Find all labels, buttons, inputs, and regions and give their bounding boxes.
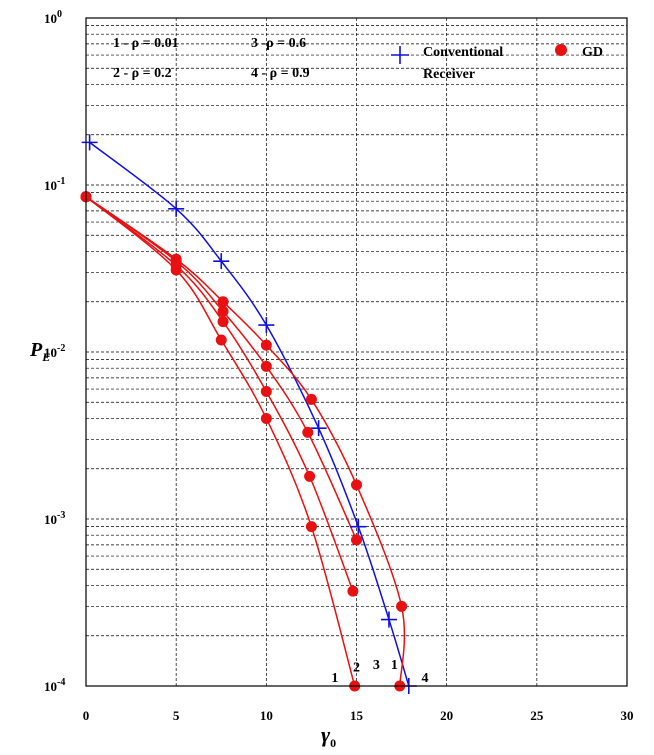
plus-marker: [380, 611, 397, 628]
dot-marker: [305, 393, 317, 405]
series-line-1: [85, 196, 356, 687]
series-line-conventional-receiver: [89, 141, 410, 687]
plus-marker: [213, 253, 230, 270]
rho-label-1: 1 - ρ = 0.01: [113, 36, 179, 51]
x-tick-label: 20: [440, 708, 453, 723]
legend: Conventional Receiver GD: [391, 44, 603, 82]
rho-label-3: 3 -ρ = 0.6: [251, 36, 306, 51]
legend-gd-dot-icon: [555, 44, 567, 56]
x-tick-label: 0: [83, 708, 90, 723]
dot-marker: [302, 426, 314, 438]
y-tick-label: 10-4: [44, 677, 65, 694]
grid: [86, 18, 627, 686]
x-tick-label: 5: [173, 708, 180, 723]
dot-marker: [260, 412, 272, 424]
curve-label: 2: [353, 661, 360, 676]
rho-annotation: 1 - ρ = 0.01 3 -ρ = 0.6 2 - ρ = 0.2 4 - …: [113, 36, 310, 81]
y-axis-label: PE: [29, 339, 50, 364]
legend-conventional-plus-icon: [391, 46, 409, 64]
dot-marker: [351, 534, 362, 546]
dot-marker: [217, 305, 229, 317]
series-line-2: [85, 196, 354, 592]
y-tick-label: 10-3: [44, 510, 65, 527]
dot-marker: [396, 600, 408, 612]
legend-conventional-line1: Conventional: [423, 45, 503, 60]
dot-marker: [304, 470, 316, 482]
curve-label: 3: [373, 658, 380, 673]
curve-label: 1: [331, 671, 338, 686]
plus-marker: [258, 317, 275, 334]
plus-marker: [81, 134, 98, 151]
legend-conventional-line2: Receiver: [423, 67, 475, 82]
legend-gd-label: GD: [582, 45, 603, 60]
rho-label-2: 2 - ρ = 0.2: [113, 66, 172, 81]
dot-marker: [260, 386, 272, 398]
dot-marker: [217, 316, 229, 328]
series-line-3: [85, 196, 358, 541]
dot-marker: [215, 334, 227, 346]
y-tick-label: 10-2: [44, 343, 65, 360]
dot-marker: [170, 253, 182, 265]
plus-marker: [168, 200, 185, 217]
dot-marker: [260, 339, 272, 351]
x-axis-label: γ0: [321, 722, 336, 750]
plus-marker: [310, 420, 327, 437]
y-tick-label: 10-1: [44, 176, 65, 193]
x-tick-label: 25: [530, 708, 544, 723]
plot-frame: [85, 17, 628, 687]
x-tick-label: 10: [260, 708, 273, 723]
dot-marker: [305, 521, 317, 533]
series-lines: [85, 141, 410, 687]
curve-label: 4: [422, 671, 429, 686]
y-tick-label: 100: [44, 9, 62, 26]
dot-marker: [351, 479, 362, 491]
curve-label: 1: [391, 658, 398, 673]
series-markers: [80, 134, 417, 694]
dot-marker: [217, 296, 229, 308]
x-tick-label: 15: [350, 708, 364, 723]
x-tick-label: 30: [621, 708, 634, 723]
dot-marker: [347, 585, 359, 597]
plus-marker: [350, 518, 367, 535]
dot-marker: [260, 360, 272, 372]
tick-labels: 0 5 10 15 20 25 30 100 10-1 10-2 10-3 10-4: [44, 9, 634, 723]
rho-label-4: 4 - ρ = 0.9: [251, 66, 310, 81]
